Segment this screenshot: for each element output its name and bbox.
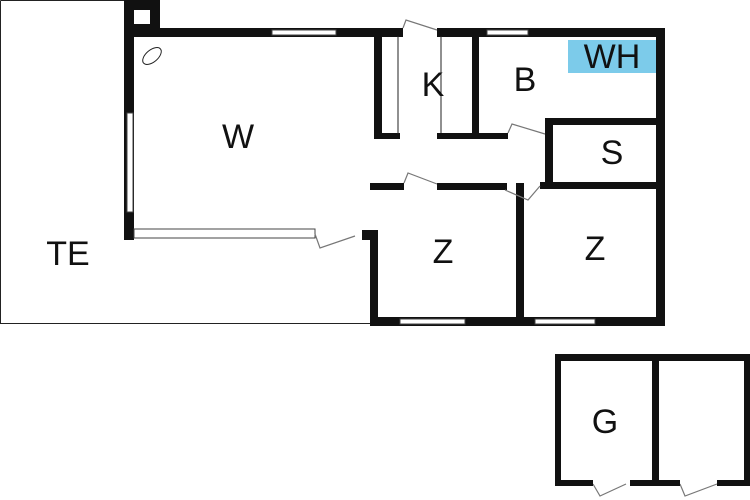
room-label-bathroom: B	[514, 61, 537, 99]
terrace-outline	[0, 0, 370, 324]
garage-walls	[555, 354, 750, 486]
room-label-bedroom-2: Z	[585, 230, 606, 268]
water-heater-highlight	[568, 40, 656, 73]
door-swings	[314, 19, 718, 497]
room-label-terrace: TE	[46, 235, 89, 273]
room-label-water-heater: WH	[584, 38, 641, 76]
room-label-kitchen: K	[422, 66, 445, 104]
room-label-garage: G	[592, 403, 618, 441]
room-label-bedroom-1: Z	[433, 233, 454, 271]
interior-walls	[370, 36, 665, 323]
stove-icon	[142, 47, 162, 65]
windows	[126, 29, 596, 325]
room-label-storage: S	[601, 134, 624, 172]
chimney	[124, 0, 160, 30]
room-label-living: W	[222, 118, 254, 156]
